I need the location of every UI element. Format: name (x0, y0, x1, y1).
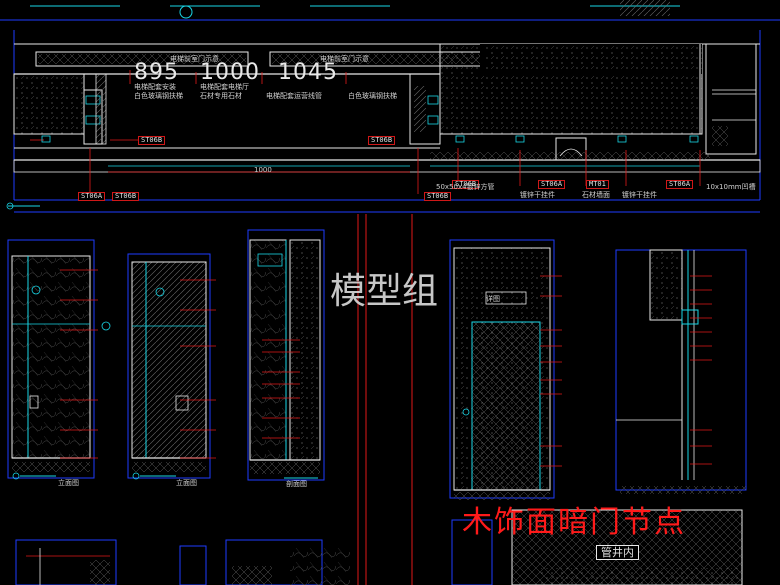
bottom-fragments (15, 509, 743, 585)
elevation-label-2: 白色玻璃钢扶梯 (134, 92, 183, 100)
door-section (247, 229, 325, 481)
material-tag-st06b-3: ST06B (112, 192, 140, 201)
plan-note-tube: 50x50x4镀锌方管 (436, 183, 495, 191)
material-tag-st06a-1: ST06A (78, 192, 106, 201)
material-tag-st06a-2: ST06A (538, 180, 566, 189)
material-tag-st06b-2: ST06B (368, 136, 396, 145)
material-tag-mt01: MT01 (586, 180, 609, 189)
material-tag-st06b-1: ST06B (138, 136, 166, 145)
red-divider-lines (357, 214, 413, 585)
door-elevation-1 (7, 239, 111, 480)
dimension-1045: 1045 (278, 60, 338, 85)
plan-dimension: 1000 (254, 166, 272, 174)
plan-note-stone: 石材墙面 (582, 191, 610, 199)
elevation-plan-block (6, 30, 761, 213)
top-note-right: 电梯前室门示意 (320, 55, 369, 63)
material-tag-st06b-5: ST06B (452, 180, 480, 189)
hidden-door-elevation (449, 239, 562, 500)
elevation-label-4: 石材专用石材 (200, 92, 242, 100)
hidden-door-detail (615, 249, 747, 494)
plan-note-hanger-2: 镀锌干挂件 (622, 191, 657, 199)
detail-title: 木饰面暗门节点 (462, 505, 686, 540)
section-title-2: 立面图 (176, 479, 197, 487)
top-strip (0, 0, 780, 21)
section-title-3: 剖面图 (286, 480, 307, 488)
plan-note-groove: 10x10mm凹槽 (706, 183, 756, 191)
section-title-4: 详图 (486, 295, 500, 303)
top-note-left: 电梯前室门示意 (170, 55, 219, 63)
plan-note-hanger-1: 镀锌干挂件 (520, 191, 555, 199)
watermark-text: 模型组 (330, 271, 439, 312)
elevation-label-1: 电梯配套安装 (134, 83, 176, 91)
dimension-895: 895 (134, 60, 179, 85)
material-tag-st06a-3: ST06A (666, 180, 694, 189)
section-title-1: 立面图 (58, 479, 79, 487)
dimension-1000: 1000 (200, 60, 260, 85)
elevation-label-3: 电梯配套电梯厅 (200, 83, 249, 91)
shaft-banner: 管井内 (596, 545, 639, 560)
door-elevation-2 (127, 253, 216, 480)
elevation-label-6: 白色玻璃钢扶梯 (348, 92, 397, 100)
elevation-label-5: 电梯配套运营线管 (266, 92, 322, 100)
material-tag-st06b-4: ST06B (424, 192, 452, 201)
